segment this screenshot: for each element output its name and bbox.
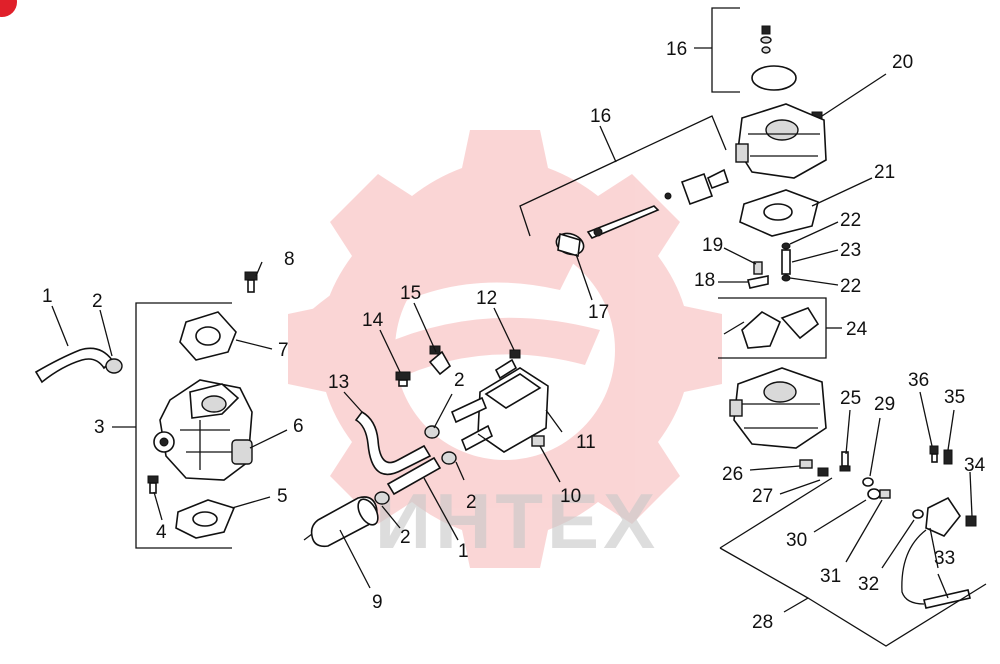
label-2c: 2 — [454, 370, 465, 391]
label-29: 29 — [874, 394, 895, 415]
float-arm-assembly — [586, 168, 730, 239]
carburetor-body-lower — [729, 367, 827, 449]
label-9: 9 — [372, 592, 383, 613]
clamp-2-left — [105, 358, 123, 374]
cover-plate-16 — [751, 25, 797, 91]
jet-23 — [781, 242, 791, 282]
label-11: 11 — [576, 432, 596, 453]
screw-34 — [965, 515, 977, 527]
label-22a: 22 — [840, 210, 861, 231]
screw-26-27 — [799, 459, 829, 477]
label-2d: 2 — [466, 492, 477, 513]
fuel-pump-11 — [450, 358, 549, 453]
label-2a: 2 — [92, 291, 103, 312]
washer-30 — [867, 488, 881, 500]
leaders-center — [339, 302, 563, 589]
screw-4 — [147, 475, 159, 494]
screw-36 — [929, 445, 939, 463]
hose-1-left — [34, 347, 114, 384]
label-23: 23 — [840, 240, 861, 261]
label-25: 25 — [840, 388, 861, 409]
label-16a: 16 — [590, 106, 611, 127]
sensor-33 — [901, 496, 971, 609]
float-24 — [723, 307, 820, 349]
label-21: 21 — [874, 162, 895, 183]
label-7: 7 — [278, 340, 289, 361]
clamp-2-center — [441, 451, 457, 465]
screw-12 — [509, 349, 521, 359]
clamp-2-filter — [374, 491, 390, 505]
label-2b: 2 — [400, 527, 411, 548]
label-19: 19 — [702, 235, 723, 256]
leaders-left — [51, 261, 288, 521]
label-26: 26 — [722, 464, 743, 485]
watermark-text: ИНТЕХ — [375, 477, 659, 565]
fuel-filter-9 — [303, 496, 379, 548]
label-14: 14 — [362, 310, 384, 331]
screw-31 — [879, 489, 891, 499]
label-1b: 1 — [458, 541, 469, 562]
pin-19 — [753, 261, 763, 275]
label-31: 31 — [820, 566, 841, 587]
watermark-logo — [288, 130, 722, 568]
callout-labels: 1 2 3 4 5 6 7 8 9 2 1 13 14 15 2 2 12 11… — [42, 39, 986, 633]
bracket-3 — [135, 302, 232, 549]
clip-18 — [747, 275, 769, 289]
label-13: 13 — [328, 372, 349, 393]
label-3: 3 — [94, 417, 105, 438]
label-5: 5 — [277, 486, 288, 507]
clamp-2-pump — [424, 425, 440, 439]
label-16b: 16 — [666, 39, 687, 60]
oring-29 — [862, 477, 874, 487]
label-6: 6 — [293, 416, 304, 437]
label-33: 33 — [934, 548, 955, 569]
label-1a: 1 — [42, 286, 53, 307]
screw-35 — [943, 449, 953, 465]
label-12: 12 — [476, 288, 497, 309]
label-30: 30 — [786, 530, 807, 551]
leaders-right-lower — [719, 391, 987, 647]
label-17: 17 — [588, 302, 609, 323]
label-34: 34 — [964, 455, 986, 476]
label-28: 28 — [752, 612, 773, 633]
label-36: 36 — [908, 370, 929, 391]
label-24: 24 — [846, 319, 868, 340]
screw-8 — [244, 271, 258, 293]
bracket-16-upper — [711, 7, 740, 93]
label-22b: 22 — [840, 276, 861, 297]
label-15: 15 — [400, 283, 421, 304]
label-4: 4 — [156, 522, 167, 543]
hose-1-center — [386, 456, 442, 496]
label-35: 35 — [944, 387, 965, 408]
label-18: 18 — [694, 270, 715, 291]
oring-32 — [912, 509, 924, 519]
label-8: 8 — [284, 249, 295, 270]
carburetor-body-left — [153, 379, 253, 481]
screw-14 — [395, 371, 411, 387]
float-17 — [555, 232, 585, 258]
screw-25 — [839, 451, 851, 472]
label-27: 27 — [752, 486, 773, 507]
carburetor-body-upper — [735, 103, 827, 179]
label-20: 20 — [892, 52, 913, 73]
label-10: 10 — [560, 486, 581, 507]
nut-10 — [531, 435, 545, 447]
label-32: 32 — [858, 574, 879, 595]
hose-13 — [354, 410, 432, 476]
corner-badge — [0, 0, 17, 17]
